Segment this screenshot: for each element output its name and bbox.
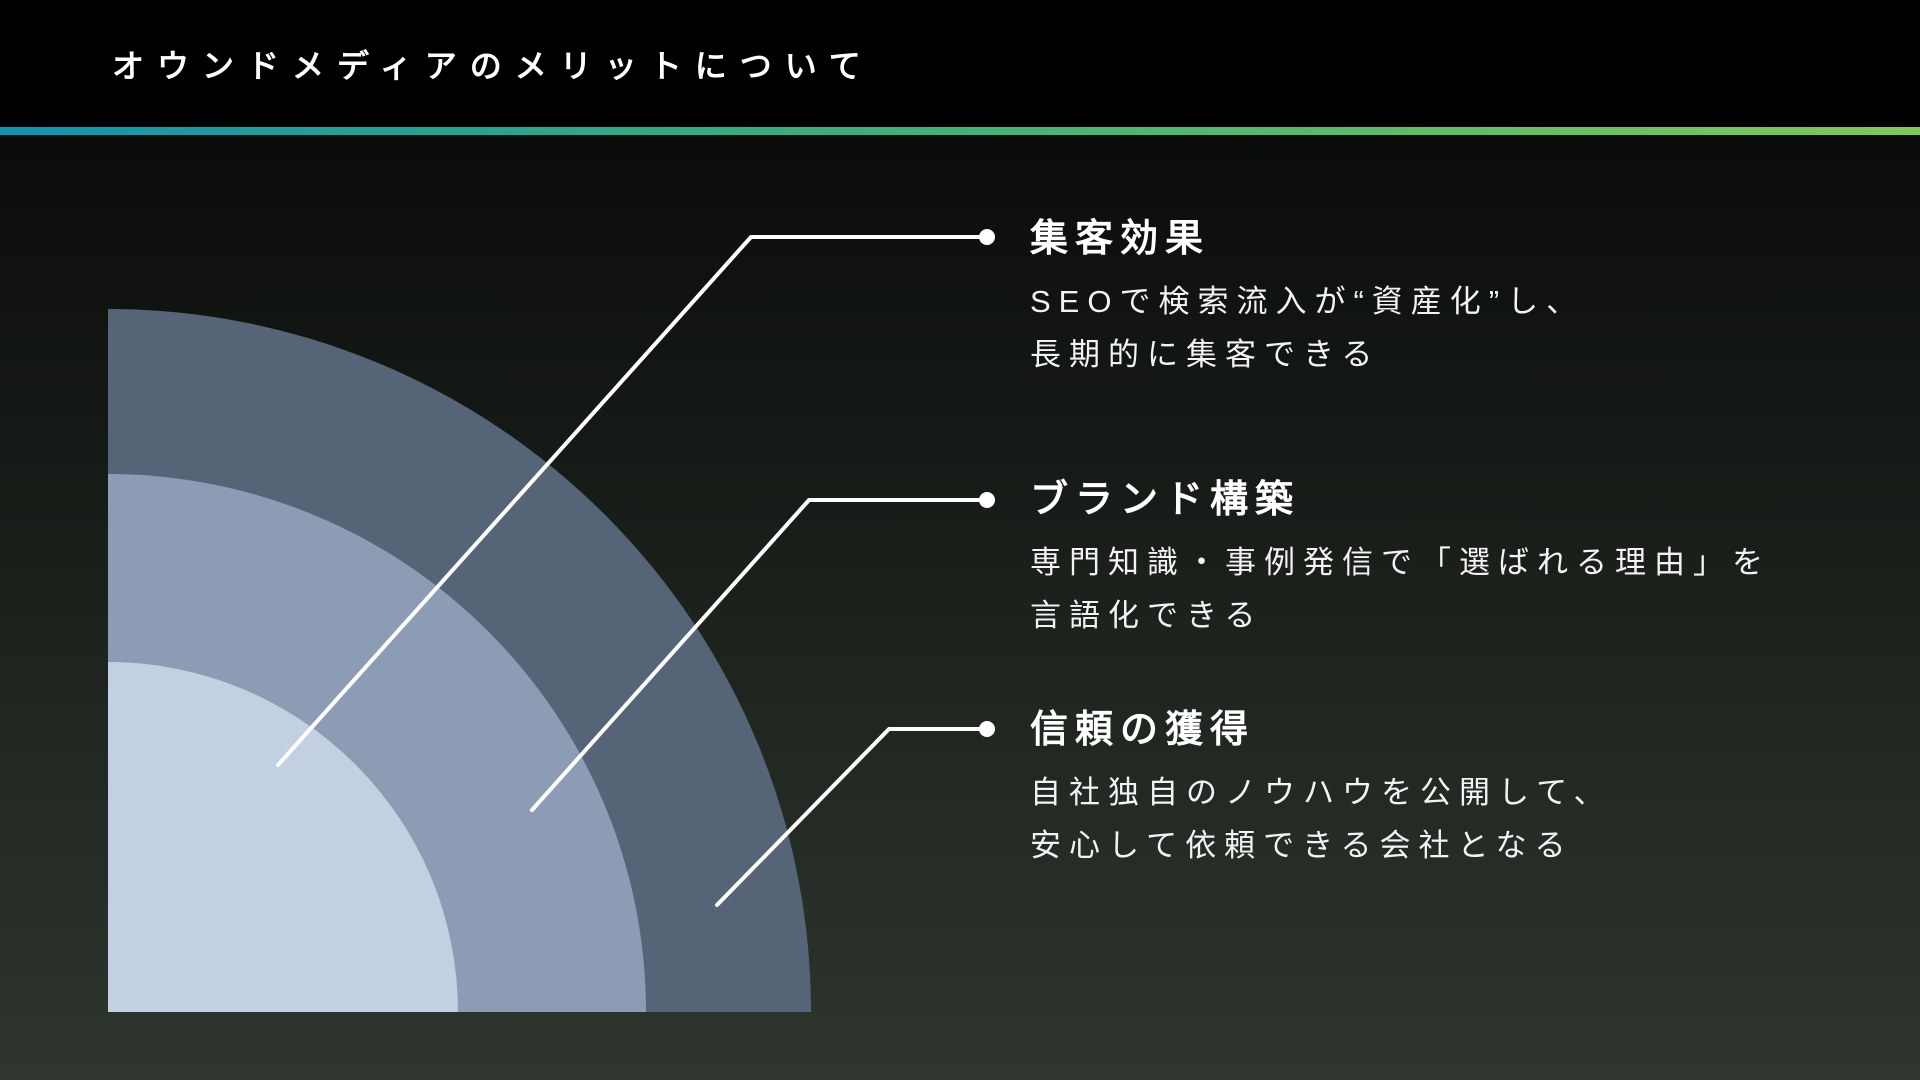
callout-trust: 信頼の獲得 自社独自のノウハウを公開して、 安心して依頼できる会社となる (1030, 708, 1613, 872)
callout-body-line: SEOで検索流入が“資産化”し、 (1030, 284, 1586, 319)
callout-body-line: 安心して依頼できる会社となる (1030, 828, 1574, 863)
callout-title: ブランド構築 (1030, 479, 1301, 521)
callout-body-line: 長期的に集客できる (1030, 337, 1381, 372)
callout-title: 信頼の獲得 (1030, 709, 1256, 751)
callout-body-line: 専門知識・事例発信で「選ばれる理由」を (1030, 545, 1771, 580)
callout-body-line: 自社独自のノウハウを公開して、 (1030, 775, 1613, 810)
callout-traffic: 集客効果 SEOで検索流入が“資産化”し、 長期的に集客できる (1030, 217, 1585, 381)
page-title: オウンドメディアのメリットについて (112, 47, 874, 84)
header-bar: オウンドメディアのメリットについて (0, 0, 1920, 127)
accent-gradient-bar (0, 127, 1920, 135)
callout-body-line: 言語化できる (1030, 598, 1264, 633)
callout-brand: ブランド構築 専門知識・事例発信で「選ばれる理由」を 言語化できる (1030, 478, 1771, 642)
callout-title: 集客効果 (1030, 218, 1211, 260)
